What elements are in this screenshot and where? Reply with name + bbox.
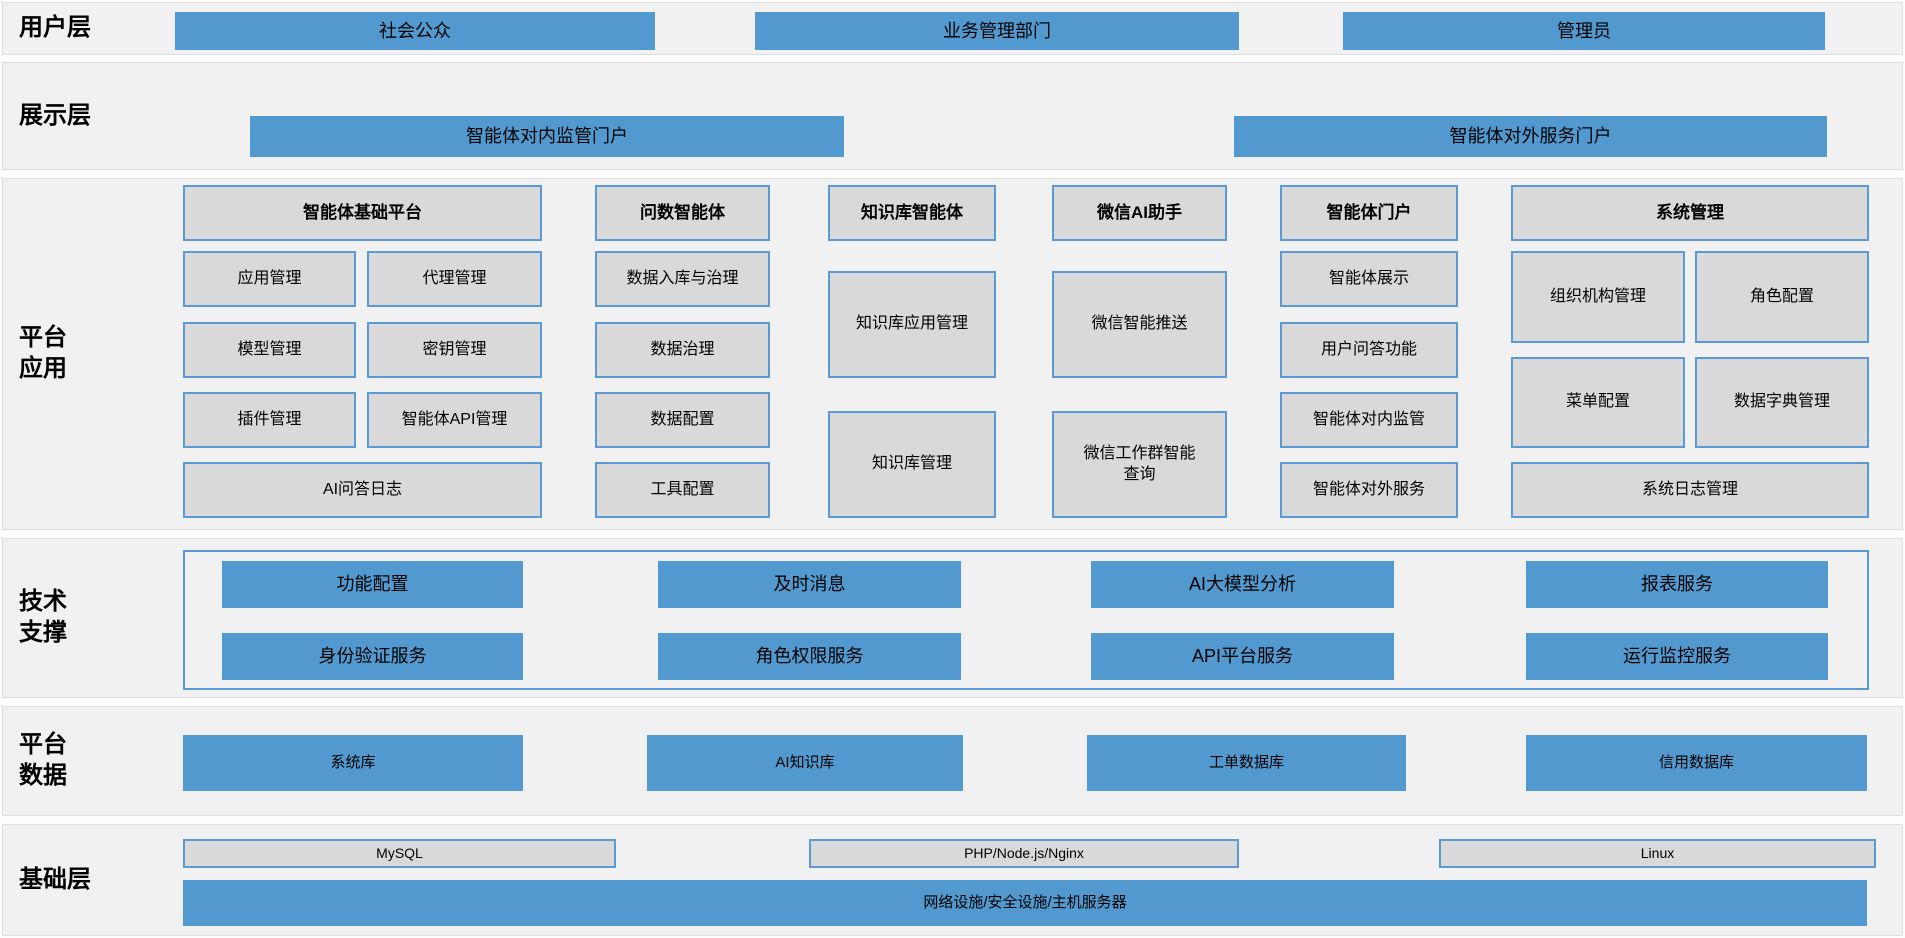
ai-qa-log-node: AI问答日志 — [183, 462, 542, 518]
credit-db-node: 信用数据库 — [1526, 735, 1867, 791]
display-layer-label: 展示层 — [19, 63, 91, 169]
mysql-node: MySQL — [183, 839, 616, 868]
base-layer-label-text: 基础层 — [19, 865, 91, 893]
user-node-social-public: 社会公众 — [175, 12, 655, 50]
agent-mgmt-node: 代理管理 — [367, 251, 542, 307]
plugin-mgmt-node: 插件管理 — [183, 392, 356, 448]
agent-internal-monitor-node: 智能体对内监管 — [1280, 392, 1458, 448]
key-mgmt-node: 密钥管理 — [367, 322, 542, 378]
agent-display-node: 智能体展示 — [1280, 251, 1458, 307]
ticket-db-node: 工单数据库 — [1087, 735, 1406, 791]
kb-mgmt-node: 知识库管理 — [828, 411, 996, 518]
base-layer-band: 基础层 MySQL PHP/Node.js/Nginx Linux 网络设施/安… — [2, 824, 1903, 936]
model-mgmt-node: 模型管理 — [183, 322, 356, 378]
display-layer-label-text: 展示层 — [19, 101, 91, 129]
wechat-group-query-node: 微信工作群智能查询 — [1052, 411, 1227, 518]
network-infra-bar: 网络设施/安全设施/主机服务器 — [183, 880, 1867, 926]
function-config-node: 功能配置 — [222, 561, 523, 608]
tech-support-frame — [183, 550, 1869, 690]
role-permission-node: 角色权限服务 — [658, 633, 961, 680]
data-config-node: 数据配置 — [595, 392, 770, 448]
data-ingest-governance-node: 数据入库与治理 — [595, 251, 770, 307]
ai-model-analysis-node: AI大模型分析 — [1091, 561, 1394, 608]
data-layer-label-line1: 平台 — [19, 731, 67, 759]
agent-api-mgmt-node: 智能体API管理 — [367, 392, 542, 448]
api-platform-node: API平台服务 — [1091, 633, 1394, 680]
system-log-node: 系统日志管理 — [1511, 462, 1869, 518]
php-nodejs-nginx-node: PHP/Node.js/Nginx — [809, 839, 1239, 868]
identity-auth-node: 身份验证服务 — [222, 633, 523, 680]
data-layer-band: 平台 数据 系统库 AI知识库 工单数据库 信用数据库 — [2, 706, 1903, 816]
user-qa-node: 用户问答功能 — [1280, 322, 1458, 378]
agent-base-platform-header: 智能体基础平台 — [183, 185, 542, 241]
knowledge-agent-header: 知识库智能体 — [828, 185, 996, 241]
system-db-node: 系统库 — [183, 735, 523, 791]
user-layer-label-text: 用户层 — [19, 14, 91, 42]
agent-portal-header: 智能体门户 — [1280, 185, 1458, 241]
app-layer-label: 平台 应用 — [19, 179, 67, 529]
role-config-node: 角色配置 — [1695, 251, 1869, 343]
tech-layer-band: 技术 支撑 功能配置 及时消息 AI大模型分析 报表服务 身份验证服务 角色权限… — [2, 538, 1903, 698]
tool-config-node: 工具配置 — [595, 462, 770, 518]
kb-app-mgmt-node: 知识库应用管理 — [828, 271, 996, 378]
data-layer-label-line2: 数据 — [19, 762, 67, 789]
wechat-push-node: 微信智能推送 — [1052, 271, 1227, 378]
display-layer-band: 展示层 智能体对内监管门户 智能体对外服务门户 — [2, 62, 1903, 170]
org-mgmt-node: 组织机构管理 — [1511, 251, 1685, 343]
app-layer-band: 平台 应用 智能体基础平台 应用管理 代理管理 模型管理 密钥管理 插件管理 智… — [2, 178, 1903, 530]
user-node-business-dept: 业务管理部门 — [755, 12, 1239, 50]
wechat-ai-header: 微信AI助手 — [1052, 185, 1227, 241]
menu-config-node: 菜单配置 — [1511, 357, 1685, 448]
data-dict-node: 数据字典管理 — [1695, 357, 1869, 448]
data-governance-node: 数据治理 — [595, 322, 770, 378]
app-mgmt-node: 应用管理 — [183, 251, 356, 307]
ai-kb-node: AI知识库 — [647, 735, 963, 791]
agent-external-service-node: 智能体对外服务 — [1280, 462, 1458, 518]
report-service-node: 报表服务 — [1526, 561, 1828, 608]
system-mgmt-header: 系统管理 — [1511, 185, 1869, 241]
app-layer-label-line2: 应用 — [19, 355, 67, 382]
linux-node: Linux — [1439, 839, 1876, 868]
monitor-service-node: 运行监控服务 — [1526, 633, 1828, 680]
tech-layer-label-line2: 支撑 — [19, 619, 67, 646]
portal-external-node: 智能体对外服务门户 — [1234, 116, 1827, 157]
data-layer-label: 平台 数据 — [19, 707, 67, 815]
tech-layer-label: 技术 支撑 — [19, 539, 67, 697]
base-layer-label: 基础层 — [19, 825, 91, 935]
portal-internal-node: 智能体对内监管门户 — [250, 116, 844, 157]
user-node-admin: 管理员 — [1343, 12, 1825, 50]
user-layer-label: 用户层 — [19, 3, 91, 54]
instant-message-node: 及时消息 — [658, 561, 961, 608]
data-query-agent-header: 问数智能体 — [595, 185, 770, 241]
tech-layer-label-line1: 技术 — [19, 588, 67, 616]
user-layer-band: 用户层 社会公众 业务管理部门 管理员 — [2, 2, 1903, 55]
app-layer-label-line1: 平台 — [19, 324, 67, 352]
